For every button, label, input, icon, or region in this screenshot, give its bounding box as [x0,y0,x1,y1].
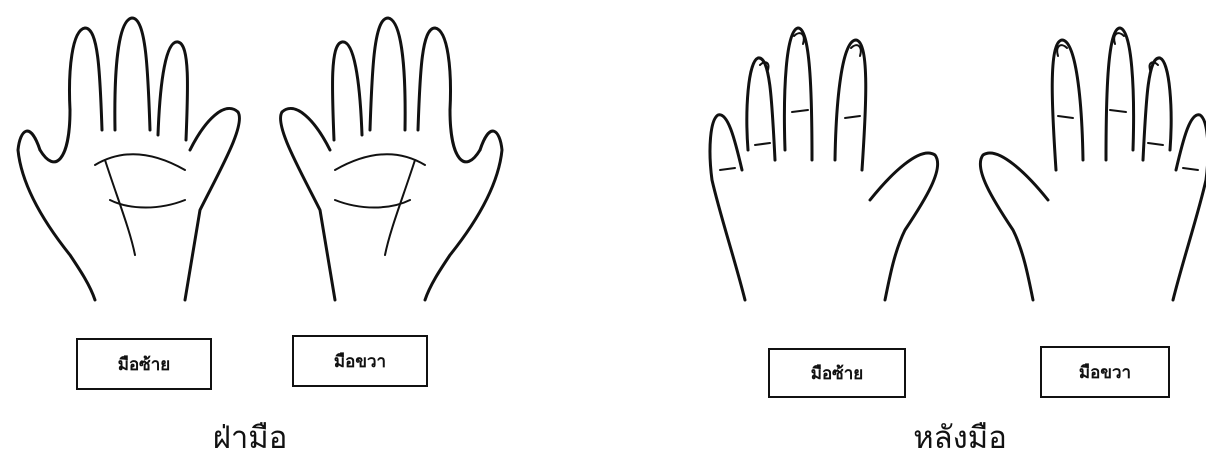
palm-left-hand-label: มือซ้าย [76,338,212,390]
back-right-hand-label: มือขวา [1040,346,1170,398]
back-left-hand-label: มือซ้าย [768,348,906,398]
palm-caption: ฝ่ามือ [160,412,340,462]
back-right-hand-drawing [980,28,1206,300]
back-left-hand-drawing [710,28,938,300]
back-caption: หลังมือ [860,412,1060,462]
palm-left-hand-drawing [18,18,239,300]
palm-right-hand-drawing [281,18,502,300]
palm-right-hand-label: มือขวา [292,335,428,387]
